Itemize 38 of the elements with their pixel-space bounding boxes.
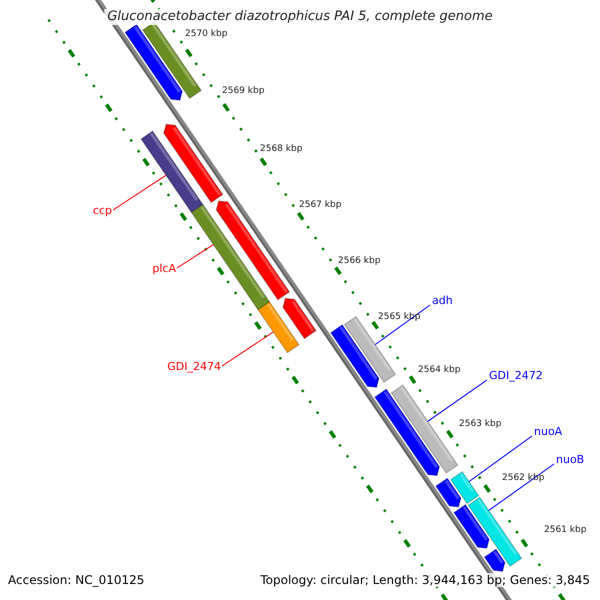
tick-label: 2567 kbp bbox=[299, 200, 342, 211]
tick-label: 2563 kbp bbox=[459, 419, 502, 430]
gene-bar bbox=[484, 548, 506, 572]
gene-bar bbox=[374, 388, 440, 476]
tick-label: 2569 kbp bbox=[222, 86, 264, 97]
tick-label: 2564 kbp bbox=[418, 365, 460, 376]
gene-label: nuoB bbox=[556, 453, 584, 466]
tick-label: 2570 kbp bbox=[185, 29, 228, 40]
accession-text: Accession: NC_010125 bbox=[8, 573, 144, 588]
gene-bar bbox=[435, 478, 462, 508]
leader-line bbox=[112, 174, 166, 210]
gene-bar bbox=[330, 324, 380, 388]
tick-label: 2561 kbp bbox=[544, 525, 586, 536]
gene-label: ccp bbox=[92, 204, 112, 218]
gene-bar bbox=[450, 471, 480, 504]
gene-bar bbox=[140, 130, 204, 214]
gene-bar bbox=[468, 496, 522, 567]
gene-label: GDI_2474 bbox=[167, 360, 221, 374]
gene-label: GDI_2472 bbox=[489, 369, 543, 382]
leader-line bbox=[176, 244, 214, 268]
tick-label: 2566 kbp bbox=[338, 256, 380, 267]
gene-bar bbox=[390, 384, 458, 474]
leader-line bbox=[374, 304, 430, 346]
gene-bar bbox=[453, 504, 490, 549]
tick-label: 2568 kbp bbox=[260, 144, 302, 155]
gene-bar bbox=[282, 298, 317, 340]
gene-bar bbox=[216, 200, 290, 300]
gene-label: adh bbox=[432, 294, 453, 308]
genome-summary-text: Topology: circular; Length: 3,944,163 bp; Genes: 3,845 bbox=[260, 573, 590, 588]
leader-line bbox=[222, 332, 274, 366]
gene-label: plcA bbox=[152, 262, 176, 276]
leader-line bbox=[468, 436, 532, 482]
gene-bar bbox=[163, 124, 224, 204]
gene-bar bbox=[190, 204, 270, 310]
gene-label: nuoA bbox=[534, 425, 562, 438]
leader-line bbox=[488, 464, 554, 511]
gene-bar bbox=[124, 24, 183, 101]
gene-bar bbox=[257, 301, 300, 354]
